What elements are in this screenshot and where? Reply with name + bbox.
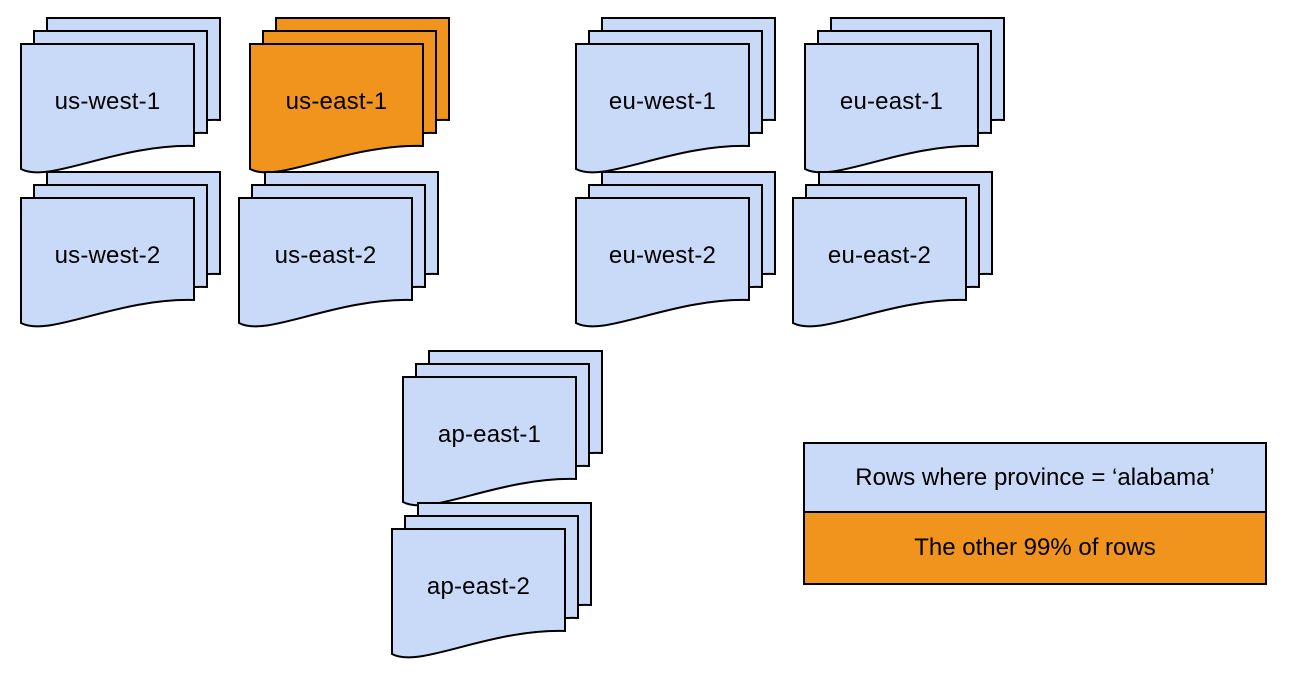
legend-item-other-label: The other 99% of rows — [914, 534, 1156, 561]
document-stack-icon — [249, 17, 450, 174]
document-stack-icon — [804, 17, 1005, 174]
legend-item-alabama-rows: Rows where province = ‘alabama’ — [805, 444, 1265, 513]
legend-item-alabama-label: Rows where province = ‘alabama’ — [855, 463, 1215, 491]
region-stack-ap-east-2: ap-east-2 — [391, 502, 592, 666]
document-stack-icon — [20, 17, 221, 174]
region-stack-us-east-2: us-east-2 — [238, 171, 439, 335]
document-page-front — [249, 43, 424, 174]
document-stack-icon — [792, 171, 993, 328]
region-stack-us-west-1: us-west-1 — [20, 17, 221, 181]
document-page-front — [391, 528, 566, 659]
region-stack-ap-east-1: ap-east-1 — [402, 350, 603, 514]
region-stack-us-west-2: us-west-2 — [20, 171, 221, 335]
document-page-front — [238, 197, 413, 328]
document-page-front — [20, 43, 195, 174]
document-page-front — [792, 197, 967, 328]
document-stack-icon — [20, 171, 221, 328]
legend: Rows where province = ‘alabama’ The othe… — [803, 442, 1267, 585]
document-stack-icon — [575, 17, 776, 174]
document-stack-icon — [238, 171, 439, 328]
region-stack-eu-east-1: eu-east-1 — [804, 17, 1005, 181]
document-stack-icon — [391, 502, 592, 659]
legend-item-other-rows: The other 99% of rows — [805, 513, 1265, 583]
document-page-front — [575, 197, 750, 328]
document-stack-icon — [402, 350, 603, 507]
document-page-front — [20, 197, 195, 328]
document-page-front — [575, 43, 750, 174]
document-page-front — [804, 43, 979, 174]
region-stack-us-east-1: us-east-1 — [249, 17, 450, 181]
document-stack-icon — [575, 171, 776, 328]
region-stack-eu-west-2: eu-west-2 — [575, 171, 776, 335]
document-page-front — [402, 376, 577, 507]
region-stack-eu-east-2: eu-east-2 — [792, 171, 993, 335]
region-stack-eu-west-1: eu-west-1 — [575, 17, 776, 181]
